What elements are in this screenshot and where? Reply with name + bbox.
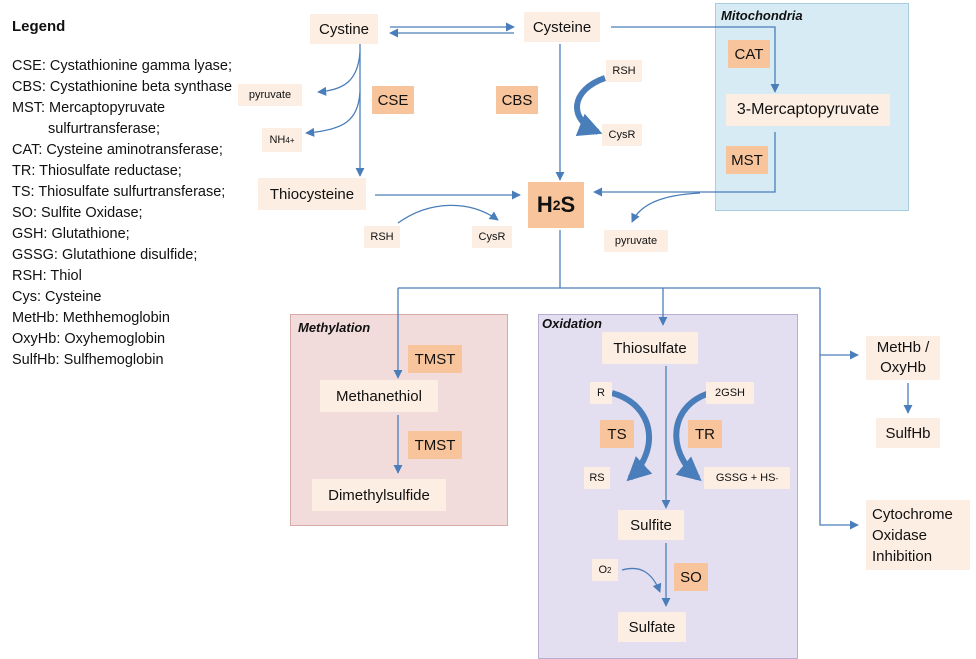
o2-sub: 2 bbox=[607, 565, 612, 575]
legend-item-sulfhb: SulfHb: Sulfhemoglobin bbox=[12, 352, 164, 368]
legend-item-mst: MST: Mercaptopyruvate sulfurtransferase; bbox=[12, 100, 166, 137]
nh4-sup: + bbox=[289, 135, 295, 145]
node-rsh-1: RSH bbox=[606, 60, 642, 82]
arrow-to-cytochrome bbox=[819, 355, 859, 530]
node-cytochrome-oxidase-inhibition: Cytochrome Oxidase Inhibition bbox=[866, 500, 970, 570]
node-cysr-2: CysR bbox=[472, 226, 512, 248]
enzyme-cbs: CBS bbox=[496, 86, 538, 114]
nh4-sub: 4 bbox=[285, 135, 290, 145]
node-r: R bbox=[590, 382, 612, 404]
legend-item-so: SO: Sulfite Oxidase; bbox=[12, 205, 143, 221]
node-sulfite: Sulfite bbox=[618, 510, 684, 540]
node-thiocysteine: Thiocysteine bbox=[258, 178, 366, 210]
methylation-label: Methylation bbox=[298, 320, 371, 335]
enzyme-cat: CAT bbox=[728, 40, 770, 68]
arrow-to-methb bbox=[819, 288, 859, 360]
node-cystine: Cystine bbox=[310, 14, 378, 44]
node-methanethiol: Methanethiol bbox=[320, 380, 438, 412]
arrow-to-pyruvate-2 bbox=[631, 192, 701, 223]
enzyme-tr: TR bbox=[688, 420, 722, 448]
arrow-to-nh4 bbox=[305, 91, 361, 137]
arrow-r-to-rs bbox=[611, 390, 653, 482]
legend-item-gsh: GSH: Glutathione; bbox=[12, 226, 130, 242]
node-thiosulfate: Thiosulfate bbox=[602, 332, 698, 364]
legend-item-gssg: GSSG: Glutathione disulfide; bbox=[12, 247, 198, 263]
enzyme-cse: CSE bbox=[372, 86, 414, 114]
legend-item-ts: TS: Thiosulfate sulfurtransferase; bbox=[12, 184, 226, 200]
node-sulfhb: SulfHb bbox=[876, 418, 940, 448]
node-2gsh: 2GSH bbox=[706, 382, 754, 404]
h2s-sub: 2 bbox=[552, 197, 561, 213]
arrow-mst-to-h2s bbox=[593, 132, 776, 197]
node-pyruvate-1: pyruvate bbox=[238, 84, 302, 106]
node-cysr-1: CysR bbox=[602, 124, 642, 146]
node-cysteine: Cysteine bbox=[524, 12, 600, 42]
enzyme-mst: MST bbox=[726, 146, 768, 174]
node-methb-oxyhb: MetHb / OxyHb bbox=[866, 336, 940, 380]
arrow-rsh-to-cysr-2 bbox=[574, 75, 607, 136]
oxidation-label: Oxidation bbox=[542, 316, 602, 331]
arrow-o2 bbox=[621, 567, 662, 593]
legend-item-tr: TR: Thiosulfate reductase; bbox=[12, 163, 182, 179]
enzyme-tmst-1: TMST bbox=[408, 345, 462, 373]
h2s-main: H bbox=[536, 192, 553, 217]
legend-item-methb: MetHb: Methhemoglobin bbox=[12, 310, 170, 326]
arrow-2gsh-to-gssg bbox=[673, 390, 711, 482]
enzyme-ts: TS bbox=[600, 420, 634, 448]
enzyme-so: SO bbox=[674, 563, 708, 591]
arrow-rsh-to-cysr-1 bbox=[397, 204, 499, 224]
gssg-main: GSSG + HS bbox=[715, 472, 776, 484]
node-rs: RS bbox=[584, 467, 610, 489]
enzyme-tmst-2: TMST bbox=[408, 431, 462, 459]
mitochondria-label: Mitochondria bbox=[721, 8, 803, 23]
arrow-cysteine-to-mercaptopyruvate bbox=[611, 26, 780, 93]
legend-item-rsh: RSH: Thiol bbox=[12, 268, 82, 284]
node-gssg-hs: GSSG + HS- bbox=[704, 467, 790, 489]
node-mercaptopyruvate: 3-Mercaptopyruvate bbox=[726, 94, 890, 126]
legend-item-cse: CSE: Cystathionine gamma lyase; bbox=[12, 58, 233, 74]
gssg-sup: - bbox=[775, 473, 779, 483]
o2-main: O bbox=[598, 564, 608, 576]
arrow-to-pyruvate-1 bbox=[317, 51, 361, 96]
h2s-tail: S bbox=[560, 192, 576, 217]
legend: Legend CSE: Cystathionine gamma lyase; C… bbox=[12, 16, 242, 371]
legend-item-cbs: CBS: Cystathionine beta synthase bbox=[12, 79, 233, 95]
node-pyruvate-2: pyruvate bbox=[604, 230, 668, 252]
legend-item-cat: CAT: Cysteine aminotransferase; bbox=[12, 142, 223, 158]
node-rsh-2: RSH bbox=[364, 226, 400, 248]
legend-item-oxyhb: OxyHb: Oxyhemoglobin bbox=[12, 331, 166, 347]
node-sulfate: Sulfate bbox=[618, 612, 686, 642]
legend-title: Legend bbox=[12, 18, 66, 35]
legend-item-cys: Cys: Cysteine bbox=[12, 289, 102, 305]
node-dimethylsulfide: Dimethylsulfide bbox=[312, 479, 446, 511]
nh4-main: NH bbox=[269, 134, 286, 146]
